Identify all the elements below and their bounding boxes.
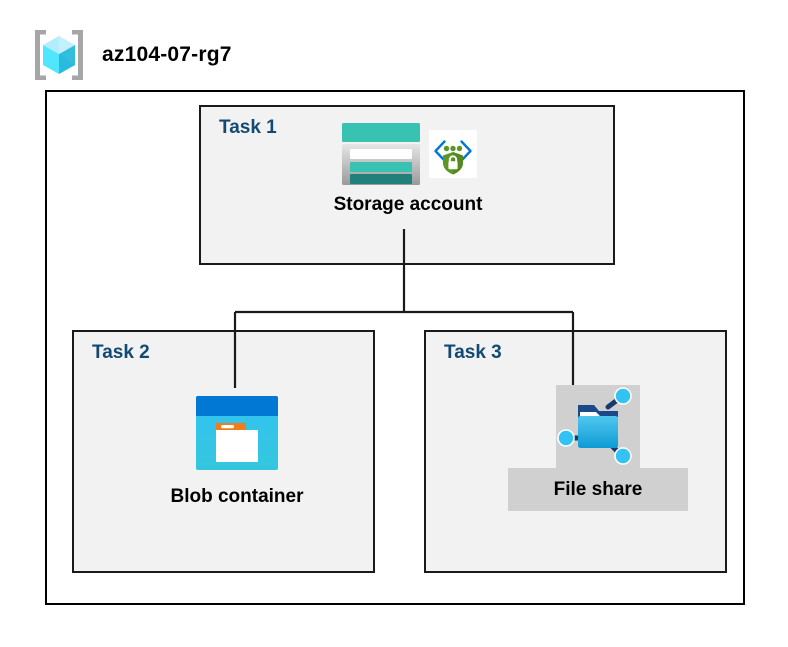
file-share-icon <box>556 385 640 469</box>
node-label-blob-container: Blob container <box>170 486 304 507</box>
resource-group-title: az104-07-rg7 <box>102 43 232 66</box>
node-file-share[interactable]: File share <box>508 385 688 511</box>
task-label-task1: Task 1 <box>219 117 277 138</box>
storage-account-icon-group <box>339 122 477 186</box>
storage-account-icon <box>339 122 423 186</box>
node-label-file-share: File share <box>553 478 643 500</box>
blob-container-icon-group <box>193 392 281 474</box>
node-blob-container[interactable]: Blob container <box>147 392 327 508</box>
node-storage-account[interactable]: Storage account <box>298 122 518 216</box>
storage-security-endpoint-icon <box>429 130 477 178</box>
file-share-label-highlight: File share <box>508 468 688 511</box>
resource-group-cube-icon <box>30 26 88 84</box>
task-label-task3: Task 3 <box>444 342 502 363</box>
blob-container-icon <box>193 392 281 474</box>
resource-group-header: az104-07-rg7 <box>30 26 232 84</box>
node-label-storage-account: Storage account <box>333 194 483 215</box>
task-label-task2: Task 2 <box>92 342 150 363</box>
file-share-icon-highlight <box>556 385 640 469</box>
